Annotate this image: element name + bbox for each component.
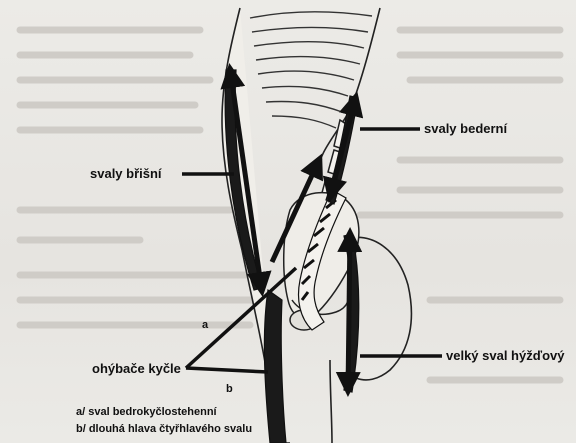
label-gluteus-maximus: velký sval hýžďový [446,349,564,362]
legend-b: b/ dlouhá hlava čtyřhlavého svalu [76,424,252,435]
background-text-lines [20,30,560,380]
label-hip-flexors: ohýbače kyčle [92,362,181,375]
arrow-gluteus [348,232,350,392]
label-lumbar-muscles: svaly bederní [424,122,507,135]
marker-a: a [202,320,208,331]
label-abdominal-muscles: svaly břišní [90,167,162,180]
arrow-lumbar [330,96,356,198]
marker-b: b [226,384,233,395]
leader-hip-b [186,368,268,372]
legend-a: a/ sval bedrokyčlostehenní [76,407,217,418]
